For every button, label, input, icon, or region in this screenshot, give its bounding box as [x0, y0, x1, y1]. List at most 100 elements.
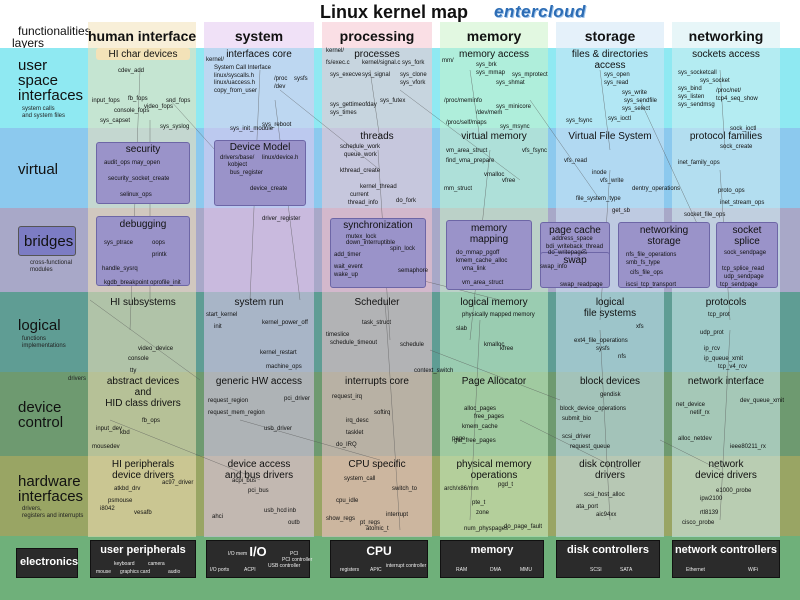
elec-item-camera: camera: [148, 561, 165, 567]
function-node: driver_register: [262, 216, 301, 222]
function-node: sys_fsync: [566, 118, 593, 124]
function-node: dentry_operations: [632, 186, 681, 192]
block-networking-storage[interactable]: [618, 222, 710, 288]
elec-item-sata: SATA: [620, 567, 633, 573]
function-node: /dev: [274, 84, 286, 90]
function-node: sys_vfork: [400, 80, 426, 86]
block-debugging[interactable]: [96, 216, 190, 286]
row-label-hardware-interfaces: hardware interfaces: [18, 473, 84, 505]
function-node: acpi_bus: [232, 478, 257, 484]
block-label-hi-char-devices: HI char devices: [108, 49, 178, 60]
function-node: do_page_fault: [504, 524, 543, 530]
electronics-network-controllers[interactable]: [672, 540, 780, 578]
electronics-memory[interactable]: [440, 540, 544, 578]
function-node: oops: [152, 240, 166, 246]
function-node: input_fops: [92, 98, 120, 104]
function-node: interrupt: [386, 512, 409, 518]
function-node: vfree: [502, 178, 516, 184]
function-node: udp_prot: [700, 330, 724, 336]
elec-item-usb-controller: USB controller: [268, 563, 301, 569]
function-node: context_switch: [414, 368, 454, 374]
block-label-scheduler: Scheduler: [354, 297, 400, 308]
electronics-io[interactable]: [206, 540, 310, 578]
function-node: outb: [288, 520, 300, 526]
electronics-cpu[interactable]: [330, 540, 428, 578]
function-node: alloc_pages: [464, 406, 497, 412]
function-node: oprofile_init: [150, 280, 181, 286]
function-node: arch/x86/mm: [444, 486, 479, 492]
block-label-files-dirs-access: files & directories access: [571, 49, 649, 71]
elec-item-pci-controller: PCI controller: [282, 557, 313, 563]
function-node: sys_socketcall: [678, 70, 717, 76]
elec-item-registers: registers: [340, 567, 360, 573]
block-swap[interactable]: [540, 252, 610, 288]
function-node: request_mem_region: [208, 410, 265, 416]
electronics-user-peripherals[interactable]: [90, 540, 196, 578]
function-node: pci_driver: [284, 396, 311, 402]
function-node: find_vma_prepare: [446, 158, 495, 164]
function-node: input_dev: [96, 426, 123, 432]
function-node: linux/device.h: [262, 155, 299, 161]
function-node: kernel_thread: [360, 184, 397, 190]
block-hi-char-devices[interactable]: [96, 48, 190, 60]
function-node: snd_fops: [166, 98, 191, 104]
electronics-label-box: [16, 548, 78, 578]
function-node: switch_to: [392, 486, 418, 492]
function-node: aic94xx: [596, 512, 617, 518]
elec-item-dma: DMA: [490, 567, 502, 573]
function-node: sock_create: [720, 144, 753, 150]
function-node: vma_link: [462, 266, 486, 272]
function-node: slab: [456, 326, 468, 332]
block-synchronization[interactable]: [330, 218, 426, 288]
block-socket-splice[interactable]: [716, 222, 778, 288]
elec-item-ram: RAM: [456, 567, 468, 573]
block-memory-mapping[interactable]: [446, 220, 532, 290]
function-node: sys_sendfile: [624, 98, 658, 104]
function-node: do_fork: [396, 198, 417, 204]
function-node: sys_reboot: [262, 122, 292, 128]
electronics-disk-controllers[interactable]: [556, 540, 660, 578]
function-node: file_system_type: [576, 196, 621, 202]
function-node: request_region: [208, 398, 249, 404]
function-node: ip_queue_xmit: [704, 356, 744, 362]
column-header-processing: processing: [339, 28, 415, 44]
function-node: sys_mmap: [476, 70, 506, 76]
block-label-security: security: [125, 144, 161, 155]
function-node: fb_ops: [142, 418, 161, 424]
electronics-label-cpu: CPU: [366, 544, 392, 558]
function-node: sys_socket: [700, 78, 730, 84]
function-node: vesafb: [134, 510, 152, 516]
corner-label-layers: layers: [12, 36, 45, 50]
block-device-model[interactable]: [214, 140, 306, 206]
function-node: security_socket_create: [108, 176, 170, 182]
function-node: sys_capset: [100, 118, 131, 124]
column-header-networking: networking: [688, 28, 764, 44]
function-node: kernel_power_off: [262, 320, 308, 326]
function-node: sys_shmat: [496, 80, 525, 86]
block-label-logical-memory: logical memory: [460, 297, 528, 308]
block-security[interactable]: [96, 142, 190, 204]
function-node: sys_mprotect: [512, 72, 548, 78]
function-node: sys_write: [622, 90, 648, 96]
function-node: get_free_pages: [454, 438, 496, 444]
block-label-network-interface: network interface: [687, 376, 765, 387]
function-node: tcp_sendpage: [720, 282, 758, 288]
function-node: kthread_create: [340, 168, 381, 174]
function-node: drivers/base/: [220, 155, 255, 161]
function-node: mousedev: [92, 444, 120, 450]
function-node: /proc: [274, 76, 288, 82]
function-node: nfs: [618, 354, 627, 360]
function-node: thread_info: [348, 200, 379, 206]
function-node: linux/syscalls.h: [214, 73, 255, 79]
block-label-abstract-devices: abstract devices and HID class drivers: [105, 376, 181, 409]
column-header-human-interface: human interface: [88, 28, 197, 44]
function-node: tty: [130, 368, 137, 374]
function-node: task_struct: [362, 320, 392, 326]
function-node: kobject: [228, 162, 248, 168]
function-node: sys_gettimeofday: [330, 102, 377, 108]
function-node: request_queue: [570, 444, 611, 450]
elec-item-mouse: mouse: [96, 569, 112, 575]
function-node: rtl8139: [700, 510, 719, 516]
block-label-page-allocator: Page Allocator: [461, 376, 527, 387]
function-node: sys_msync: [500, 124, 530, 130]
